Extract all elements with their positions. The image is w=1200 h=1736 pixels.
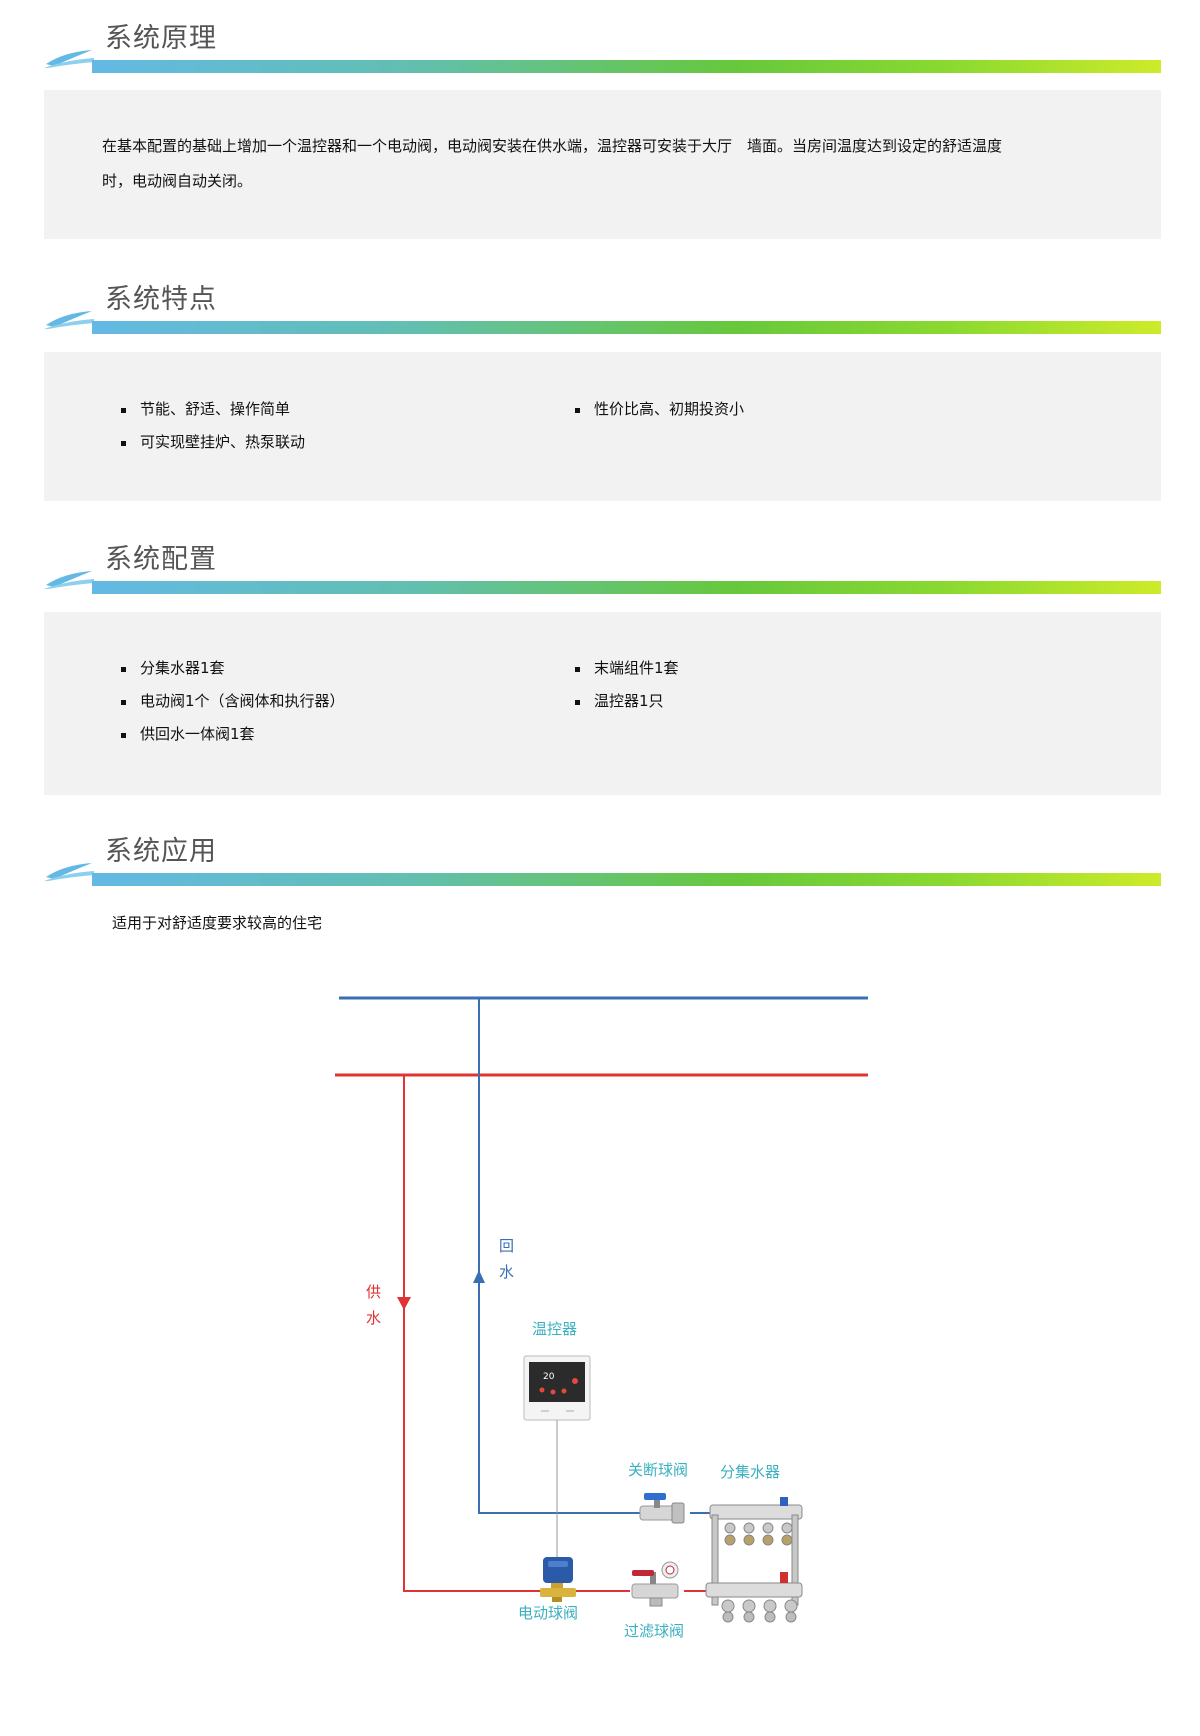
principle-panel: 在基本配置的基础上增加一个温控器和一个电动阀，电动阀安装在供水端，温控器可安装于… — [44, 90, 1161, 239]
section-header-application: 系统应用 — [44, 835, 1161, 886]
section-divider-bar — [92, 581, 1161, 594]
electric-valve-label: 电动球阀 — [518, 1604, 578, 1622]
section-title: 系统应用 — [105, 836, 217, 867]
supply-riser-pipe — [403, 1075, 540, 1592]
shutoff-valve-icon — [639, 1493, 685, 1524]
section-divider-bar — [92, 873, 1161, 886]
section-header-features: 系统特点 — [44, 283, 1161, 334]
thermostat-icon: 20 — [523, 1355, 591, 1421]
list-item: 性价比高、初期投资小 — [564, 393, 744, 426]
supply-label-2: 水 — [366, 1309, 381, 1327]
list-item: 供回水一体阀1套 — [110, 718, 345, 751]
list-item: 温控器1只 — [564, 685, 679, 718]
application-text: 适用于对舒适度要求较高的住宅 — [112, 914, 323, 932]
filter-valve-icon — [631, 1561, 679, 1607]
section-header-principle: 系统原理 — [44, 22, 1161, 73]
section-divider-bar — [92, 321, 1161, 334]
section-header-config: 系统配置 — [44, 543, 1161, 594]
manifold-icon — [705, 1497, 803, 1623]
features-list-right: 性价比高、初期投资小 — [564, 393, 744, 426]
section-divider-bar — [92, 60, 1161, 73]
list-item: 电动阀1个（含阀体和执行器） — [110, 685, 345, 718]
thermostat-label: 温控器 — [532, 1320, 577, 1338]
swoosh-icon — [44, 311, 94, 329]
swoosh-icon — [44, 863, 94, 881]
return-label-2: 水 — [499, 1263, 514, 1281]
manifold-label: 分集水器 — [720, 1463, 780, 1481]
thermostat-display: 20 — [543, 1372, 555, 1382]
return-label-1: 回 — [499, 1237, 514, 1255]
config-panel: 分集水器1套 电动阀1个（含阀体和执行器） 供回水一体阀1套 末端组件1套 温控… — [44, 612, 1161, 795]
principle-line-2: 时，电动阀自动关闭。 — [102, 172, 253, 190]
section-title: 系统特点 — [105, 284, 217, 315]
swoosh-icon — [44, 571, 94, 589]
list-item: 分集水器1套 — [110, 652, 345, 685]
electric-valve-icon — [540, 1557, 576, 1602]
return-arrow-icon — [473, 1270, 485, 1283]
principle-line-1: 在基本配置的基础上增加一个温控器和一个电动阀，电动阀安装在供水端，温控器可安装于… — [102, 137, 1003, 155]
supply-arrow-icon — [397, 1297, 411, 1310]
filter-valve-label: 过滤球阀 — [624, 1622, 684, 1640]
return-riser-pipe — [478, 998, 640, 1514]
section-title: 系统配置 — [105, 544, 217, 575]
list-item: 可实现壁挂炉、热泵联动 — [110, 426, 305, 459]
features-panel: 节能、舒适、操作简单 可实现壁挂炉、热泵联动 性价比高、初期投资小 — [44, 352, 1161, 501]
swoosh-icon — [44, 50, 94, 68]
config-list-left: 分集水器1套 电动阀1个（含阀体和执行器） 供回水一体阀1套 — [110, 652, 345, 751]
config-list-right: 末端组件1套 温控器1只 — [564, 652, 679, 718]
list-item: 末端组件1套 — [564, 652, 679, 685]
system-diagram: 回 水 供 水 温控器 关断球阀 分集水器 电动球阀 过滤球阀 20 — [335, 996, 868, 1640]
section-title: 系统原理 — [105, 23, 217, 54]
supply-label-1: 供 — [366, 1283, 381, 1301]
list-item: 节能、舒适、操作简单 — [110, 393, 305, 426]
features-list-left: 节能、舒适、操作简单 可实现壁挂炉、热泵联动 — [110, 393, 305, 459]
shutoff-valve-label: 关断球阀 — [628, 1461, 688, 1479]
